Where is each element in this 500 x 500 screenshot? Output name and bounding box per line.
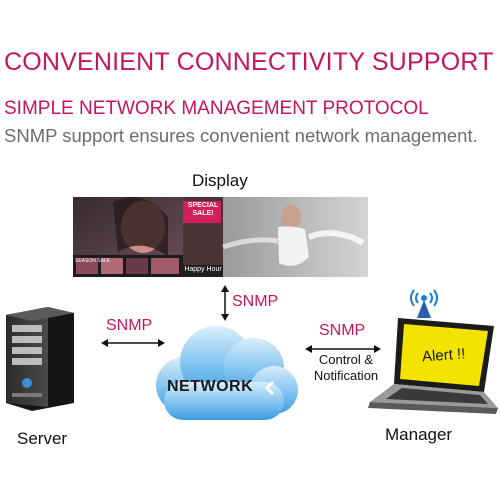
left-double-arrow: [101, 339, 165, 347]
server-icon: [6, 307, 74, 411]
manager-label: Manager: [385, 425, 453, 444]
description: SNMP support ensures convenient network …: [4, 125, 478, 146]
snmp-left-label: SNMP: [106, 317, 153, 334]
happy-hour-text: Happy Hour: [184, 266, 222, 273]
main-title: CONVENIENT CONNECTIVITY SUPPORT: [4, 48, 494, 76]
control-text-line2: Notification: [313, 368, 379, 383]
subtitle: SIMPLE NETWORK MANAGEMENT PROTOCOL: [4, 98, 429, 119]
alert-text: Alert !!: [421, 345, 466, 366]
display-screen-image: SPECIAL SALE! SEASON SALE Happy Hour: [73, 197, 368, 277]
special-sale-tag: SPECIAL SALE!: [185, 202, 221, 218]
control-text-line1: Control &: [318, 352, 374, 367]
network-cloud-icon: [156, 326, 298, 420]
control-notification-text: Control & Notification: [305, 352, 387, 384]
network-label: NETWORK: [167, 378, 254, 395]
special-sale-line2: SALE!: [192, 210, 214, 217]
snmp-top-label: SNMP: [232, 293, 279, 310]
vertical-double-arrow: [221, 285, 229, 321]
server-label: Server: [17, 429, 68, 448]
special-sale-line1: SPECIAL: [187, 202, 219, 209]
chevron-left-icon: [264, 380, 275, 396]
display-label: Display: [192, 171, 248, 190]
snmp-right-label: SNMP: [319, 322, 366, 339]
wireless-antenna-icon: [410, 289, 438, 318]
season-sale-text: SEASON SALE: [75, 258, 111, 264]
laptop-icon: [368, 318, 498, 414]
right-double-arrow: [305, 345, 381, 353]
